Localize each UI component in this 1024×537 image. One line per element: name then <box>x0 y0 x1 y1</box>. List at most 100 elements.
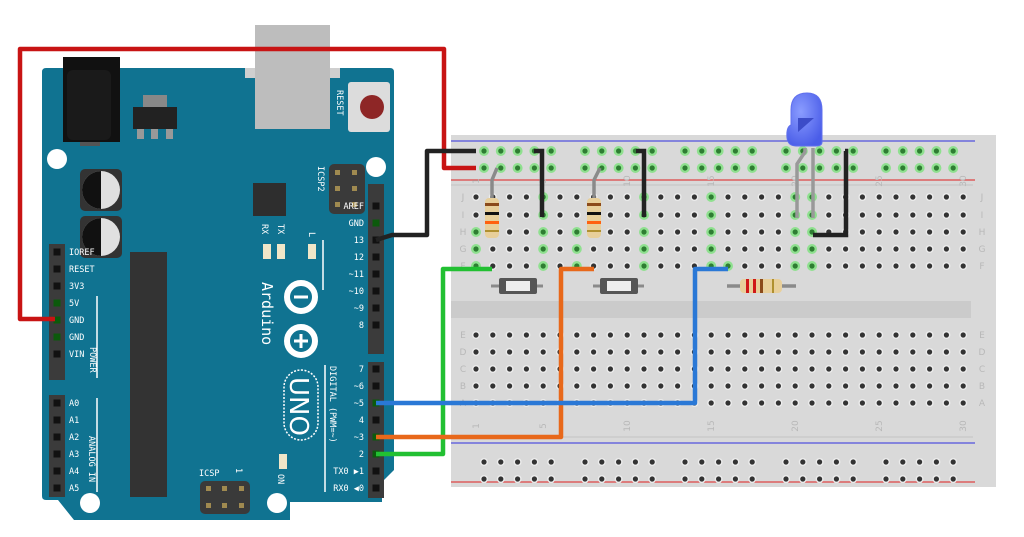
breadboard-hole-center <box>859 383 866 389</box>
breadboard-hole-center <box>843 246 849 252</box>
wire-5v-red[interactable] <box>17 46 476 322</box>
icsp-header <box>200 481 250 514</box>
header-pin[interactable] <box>53 350 61 358</box>
breadboard-hole-center <box>910 400 916 406</box>
breadboard-hole-center <box>943 212 950 218</box>
breadboard-hole-center <box>591 366 597 372</box>
breadboard-hole-center <box>523 383 530 389</box>
rail-hole-center <box>481 476 487 482</box>
rail-hole-center <box>699 459 705 465</box>
header-pin[interactable] <box>53 467 61 475</box>
resistor-r1[interactable] <box>485 167 499 238</box>
wire-pin3-orange[interactable] <box>376 266 594 440</box>
header-pin[interactable] <box>372 202 380 210</box>
breadboard-hole-center <box>574 332 580 338</box>
breadboard-hole-center <box>641 383 647 389</box>
header-pin[interactable] <box>372 382 380 390</box>
breadboard-hole-center <box>809 263 815 269</box>
header-pin[interactable] <box>372 304 380 312</box>
breadboard-hole-center <box>960 383 966 389</box>
breadboard-hole-center <box>557 229 563 235</box>
breadboard-hole-center <box>943 349 950 355</box>
rail-hole-center <box>716 459 722 465</box>
header-pin[interactable] <box>372 321 380 329</box>
reset-button[interactable] <box>348 82 390 132</box>
breadboard-hole-center <box>624 194 630 200</box>
breadboard-hole-center <box>927 229 933 235</box>
rail-hole-center <box>817 165 823 171</box>
breadboard-hole-center <box>725 366 731 372</box>
rail-hole-center <box>950 459 956 465</box>
header-pin[interactable] <box>53 282 61 290</box>
breadboard-hole-center <box>943 246 950 252</box>
rail-hole-center <box>883 148 889 154</box>
wire-gnd-black[interactable] <box>375 148 476 243</box>
led-blue[interactable] <box>786 92 823 218</box>
breadboard-hole-center <box>540 229 546 235</box>
rail-hole-center <box>481 165 487 171</box>
breadboard-hole-center <box>910 263 916 269</box>
header-pin[interactable] <box>53 399 61 407</box>
breadboard-hole-center <box>574 229 580 235</box>
breadboard-hole-center <box>943 263 950 269</box>
header-pin[interactable] <box>53 333 61 341</box>
header-pin[interactable] <box>372 270 380 278</box>
breadboard-hole-center <box>473 366 479 372</box>
header-pin[interactable] <box>53 265 61 273</box>
header-pin[interactable] <box>53 450 61 458</box>
header-pin[interactable] <box>53 433 61 441</box>
arduino-uno-board: RESET ICSP2 RX <box>42 25 394 520</box>
rail-hole-center <box>599 459 605 465</box>
microcontroller-chip <box>130 252 167 497</box>
wire-led-gnd-black[interactable] <box>813 148 849 238</box>
header-pin[interactable] <box>372 287 380 295</box>
breadboard-hole-center <box>574 383 580 389</box>
header-pin[interactable] <box>372 416 380 424</box>
resistor-r2[interactable] <box>587 167 602 238</box>
breadboard-hole-center <box>876 332 882 338</box>
header-pin[interactable] <box>372 365 380 373</box>
rail-hole-center <box>616 476 622 482</box>
resistor-r3[interactable] <box>727 279 796 293</box>
breadboard-hole-center <box>910 194 916 200</box>
digital-header-high <box>368 184 384 354</box>
breadboard-hole-center <box>759 212 765 218</box>
header-pin[interactable] <box>53 484 61 492</box>
rail-hole-center <box>933 148 940 154</box>
breadboard-hole-center <box>725 229 731 235</box>
breadboard-hole-center <box>658 212 664 218</box>
breadboard-hole-center <box>624 212 630 218</box>
rail-hole-center <box>548 165 554 171</box>
header-pin[interactable] <box>53 248 61 256</box>
wire-gnd-j11-black[interactable] <box>636 148 647 217</box>
mount-hole <box>47 149 67 169</box>
wire-pin5-blue[interactable] <box>376 266 728 406</box>
rail-hole-center <box>917 148 923 154</box>
breadboard-hole-center <box>658 349 664 355</box>
rail-hole-center <box>531 476 538 482</box>
column-label: 5 <box>539 423 549 429</box>
header-pin[interactable] <box>53 316 61 324</box>
breadboard-hole-center <box>708 246 714 252</box>
pushbutton-s1[interactable] <box>491 278 543 294</box>
breadboard-hole-center <box>927 400 933 406</box>
header-pin[interactable] <box>53 416 61 424</box>
rail-hole-center <box>616 148 622 154</box>
header-pin[interactable] <box>372 484 380 492</box>
breadboard-hole-center <box>607 263 614 269</box>
rail-hole-center <box>481 459 487 465</box>
header-pin[interactable] <box>372 253 380 261</box>
header-pin[interactable] <box>372 219 380 227</box>
pushbutton-s2[interactable] <box>593 278 644 294</box>
breadboard-hole-center <box>708 383 714 389</box>
breadboard-hole-center <box>607 349 614 355</box>
breadboard-hole-center <box>843 349 849 355</box>
breadboard-hole-center <box>759 263 765 269</box>
header-pin[interactable] <box>53 299 61 307</box>
wire-gnd-j5-black[interactable] <box>534 148 545 217</box>
breadboard-hole-center <box>675 263 681 269</box>
wire-pin2-green[interactable] <box>376 266 492 457</box>
header-pin[interactable] <box>372 467 380 475</box>
rail-hole-center <box>900 165 906 171</box>
breadboard-hole-center <box>826 246 832 252</box>
